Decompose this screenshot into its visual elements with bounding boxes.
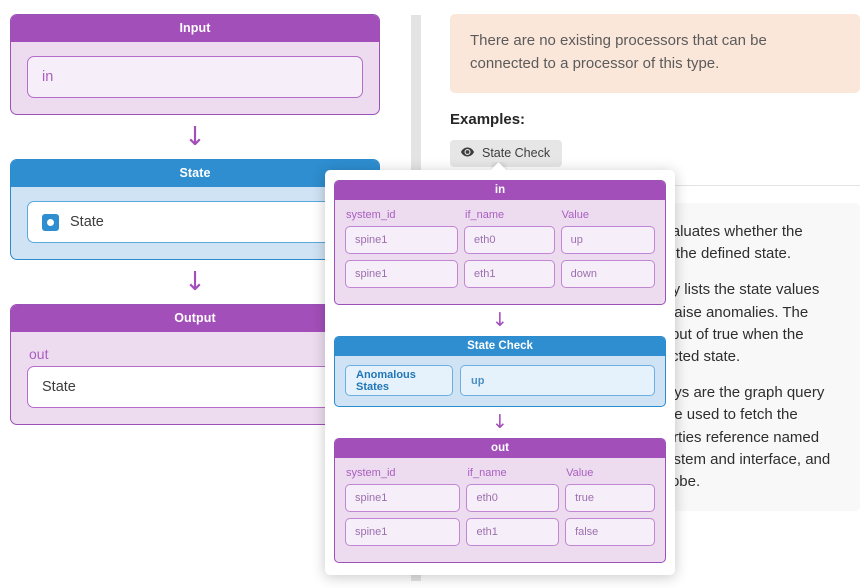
popup-out-body: system_id if_name Value spine1 eth0 true… bbox=[335, 458, 665, 562]
state-node-title: State bbox=[11, 160, 379, 187]
column-header: system_id bbox=[346, 209, 396, 221]
output-node: Output out State bbox=[10, 304, 380, 425]
anomalous-states-value: up bbox=[460, 365, 655, 396]
popup-out-node: out system_id if_name Value spine1 eth0 bbox=[334, 438, 666, 563]
state-field-label: State bbox=[70, 214, 104, 230]
table-row: spine1 eth1 down bbox=[345, 260, 655, 294]
input-field[interactable]: in bbox=[27, 56, 363, 98]
state-node: State State bbox=[10, 159, 380, 260]
cell: false bbox=[565, 518, 655, 546]
popup-arrow-in-to-check: ↓ bbox=[492, 309, 508, 331]
table-row: spine1 eth0 up bbox=[345, 226, 655, 260]
cell: spine1 bbox=[345, 484, 461, 512]
column-header: if_name bbox=[467, 467, 507, 479]
state-node-body: State bbox=[11, 187, 379, 259]
popup-in-title: in bbox=[335, 181, 665, 200]
input-node-body: in bbox=[11, 42, 379, 114]
table-row: spine1 eth0 true bbox=[345, 484, 655, 518]
popup-state-check-body: Anomalous States up bbox=[335, 356, 665, 406]
anomalous-states-label: Anomalous States bbox=[345, 365, 453, 396]
no-processors-alert: There are no existing processors that ca… bbox=[450, 14, 860, 93]
popup-state-check-row: Anomalous States up bbox=[345, 365, 655, 396]
arrow-input-to-state: ↓ bbox=[184, 122, 206, 152]
popup-out-table: system_id if_name Value spine1 eth0 true… bbox=[345, 467, 655, 552]
cell: spine1 bbox=[345, 518, 461, 546]
cell: down bbox=[560, 260, 655, 288]
output-node-title: Output bbox=[11, 305, 379, 332]
state-field[interactable]: State bbox=[27, 201, 363, 243]
cell: eth1 bbox=[466, 518, 560, 546]
pipeline-column: Input in ↓ State State ↓ Output out Stat… bbox=[10, 14, 380, 425]
column-header: system_id bbox=[346, 467, 396, 479]
cell: up bbox=[560, 226, 655, 254]
popup-in-node: in system_id if_name Value spine1 eth0 bbox=[334, 180, 666, 305]
column-header: Value bbox=[561, 209, 589, 221]
input-node: Input in bbox=[10, 14, 380, 115]
output-node-body: out State bbox=[11, 332, 379, 424]
column-header: if_name bbox=[465, 209, 505, 221]
popup-caret-icon bbox=[491, 162, 507, 171]
cell: spine1 bbox=[345, 226, 459, 254]
table-row: spine1 eth1 false bbox=[345, 518, 655, 552]
eye-icon bbox=[461, 146, 474, 160]
cell: true bbox=[565, 484, 655, 512]
input-node-title: Input bbox=[11, 15, 379, 42]
example-state-check-button[interactable]: State Check bbox=[450, 140, 563, 167]
column-header: Value bbox=[566, 467, 594, 479]
table-header-row: system_id if_name Value bbox=[345, 467, 655, 484]
output-field[interactable]: State bbox=[27, 366, 363, 408]
cell: eth1 bbox=[464, 260, 555, 288]
output-field-label: out bbox=[29, 346, 49, 362]
popup-in-table: system_id if_name Value spine1 eth0 up s… bbox=[345, 209, 655, 294]
table-header-row: system_id if_name Value bbox=[345, 209, 655, 226]
popup-out-title: out bbox=[335, 439, 665, 458]
examples-heading: Examples: bbox=[450, 111, 526, 128]
cell: eth0 bbox=[466, 484, 560, 512]
popup-in-body: system_id if_name Value spine1 eth0 up s… bbox=[335, 200, 665, 304]
cell: spine1 bbox=[345, 260, 459, 288]
popup-state-check-node: State Check Anomalous States up bbox=[334, 336, 666, 407]
arrow-state-to-output: ↓ bbox=[184, 267, 206, 297]
popup-state-check-title: State Check bbox=[335, 337, 665, 356]
example-state-check-label: State Check bbox=[482, 146, 551, 160]
cell: eth0 bbox=[464, 226, 555, 254]
state-color-swatch-icon bbox=[42, 213, 59, 231]
state-check-example-popup: in system_id if_name Value spine1 eth0 bbox=[325, 170, 675, 575]
popup-arrow-check-to-out: ↓ bbox=[492, 411, 508, 433]
